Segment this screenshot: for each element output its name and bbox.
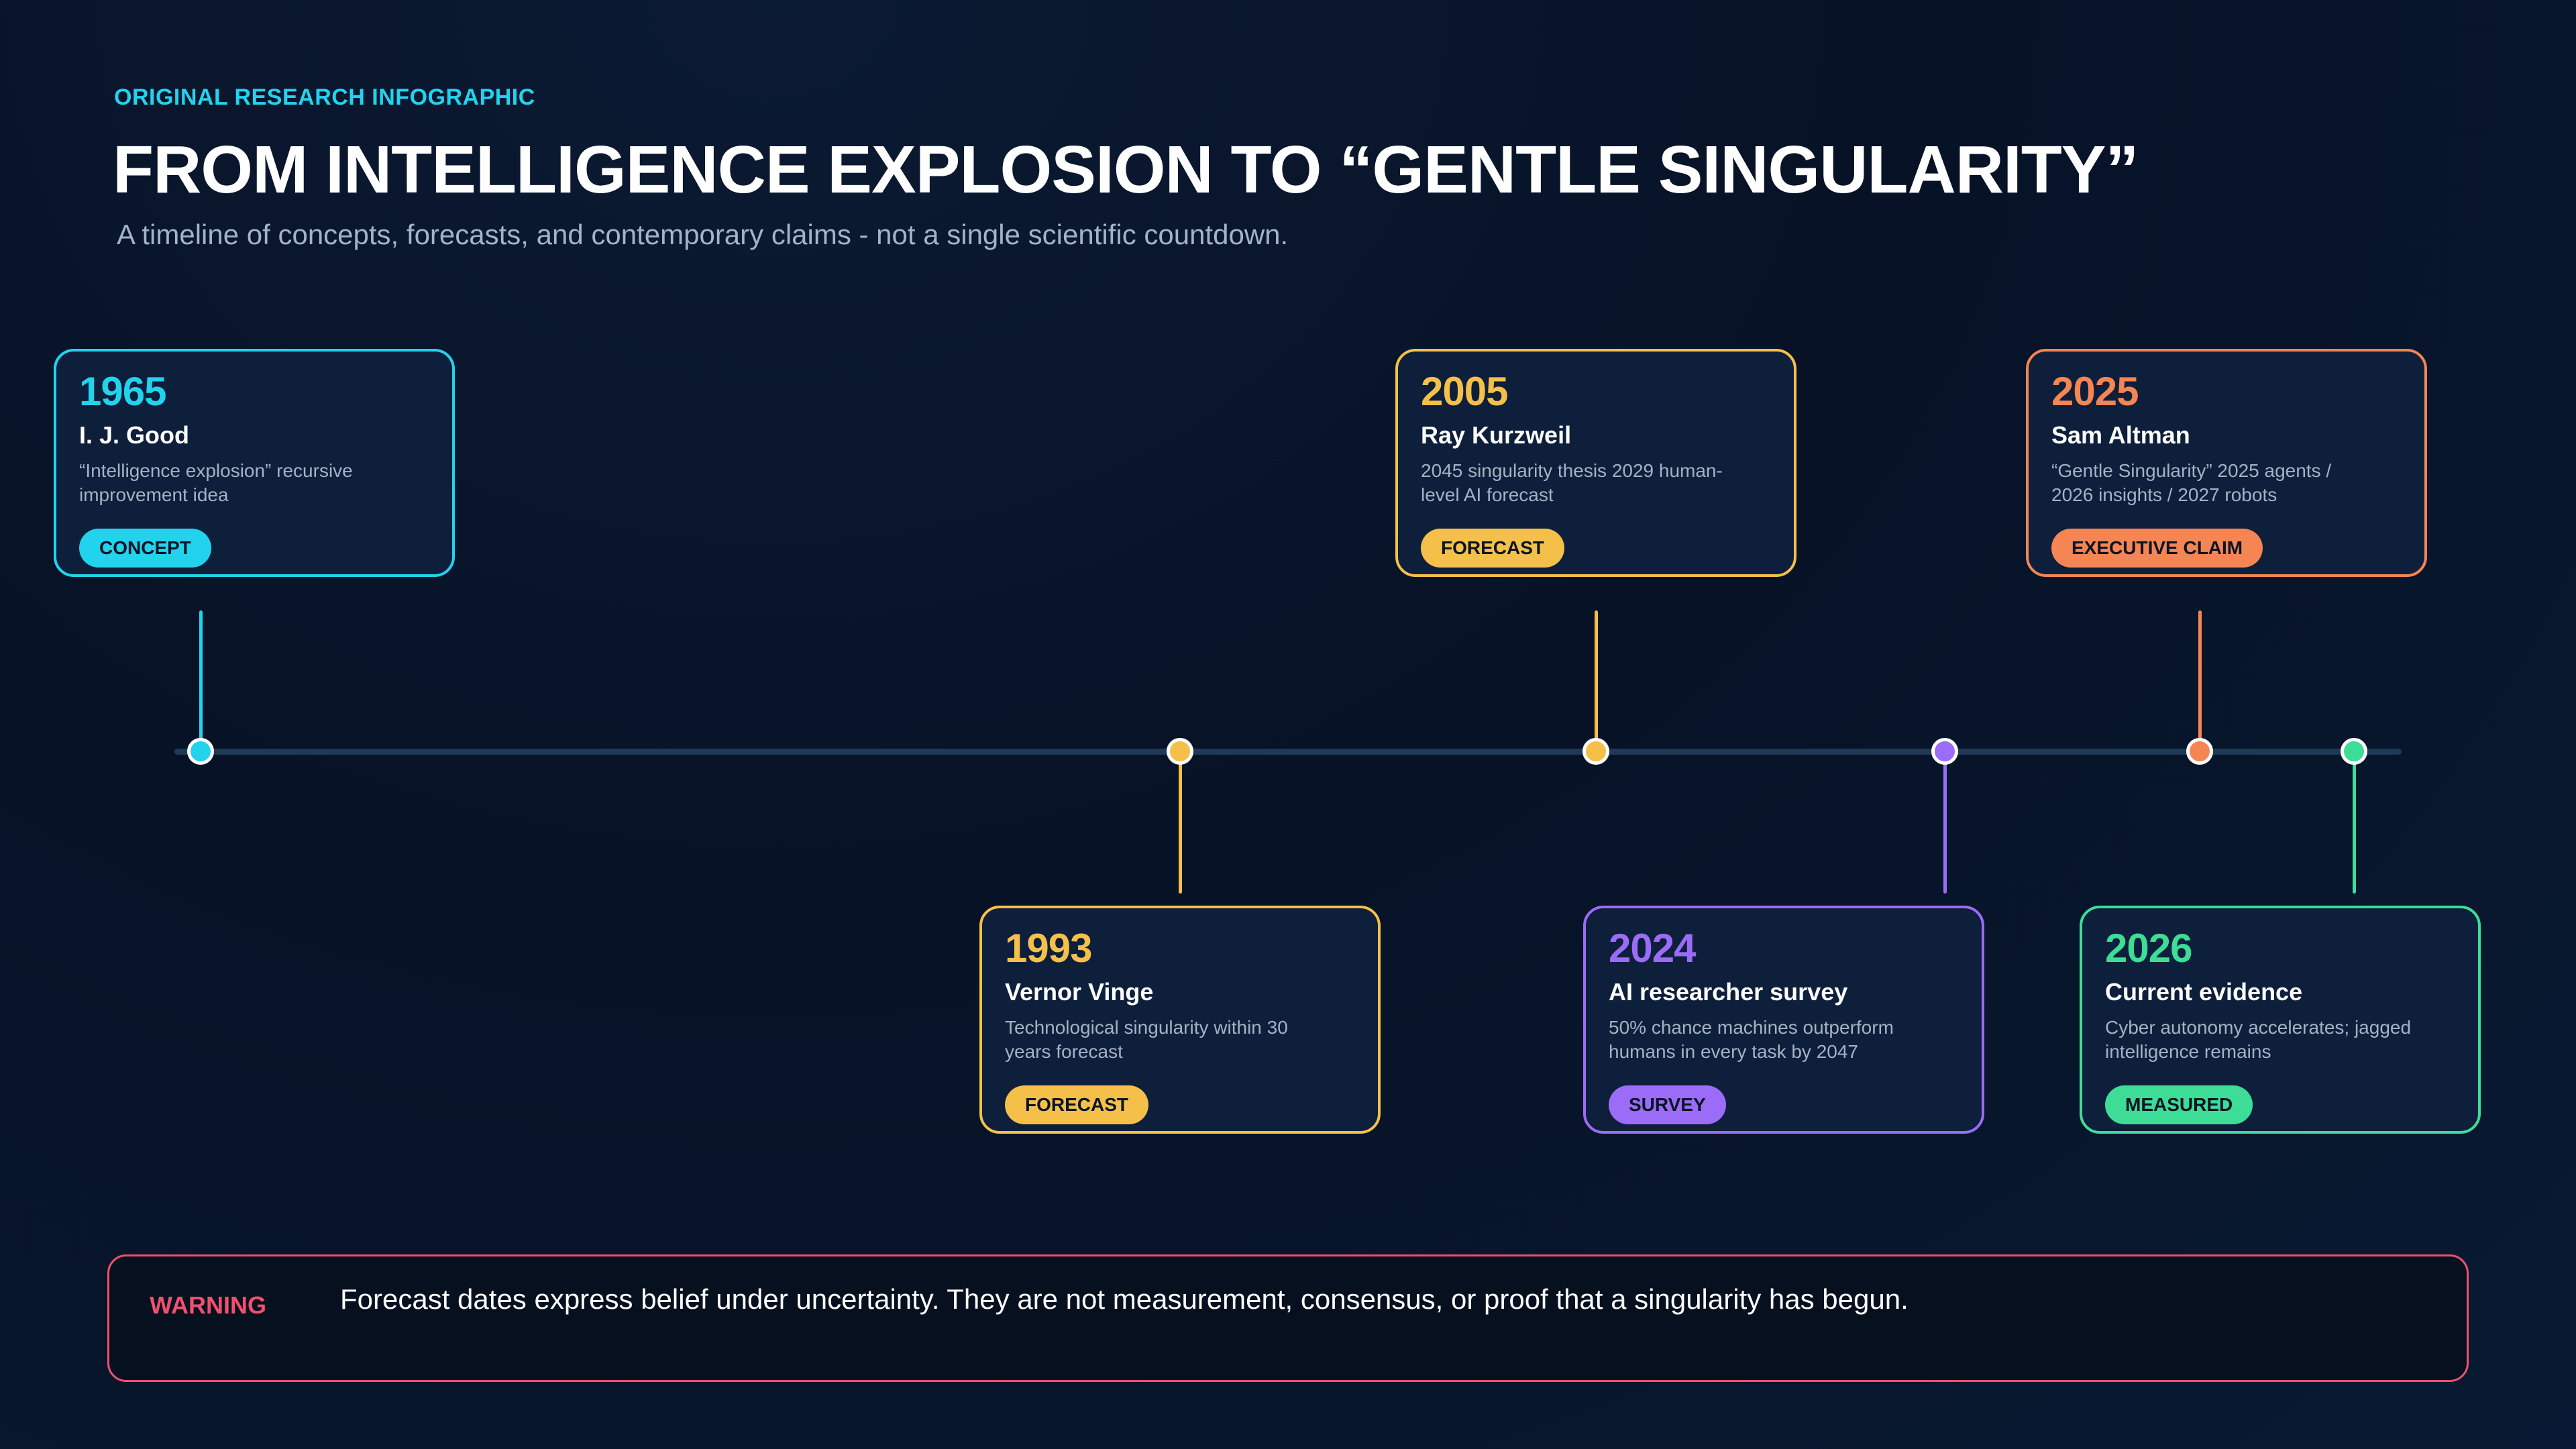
- timeline-dot-2026[interactable]: [2341, 738, 2367, 765]
- page-title: FROM INTELLIGENCE EXPLOSION TO “GENTLE S…: [113, 132, 2139, 207]
- event-card-1965[interactable]: 1965 I. J. Good “Intelligence explosion”…: [54, 349, 455, 577]
- event-description: “Gentle Singularity” 2025 agents / 2026 …: [2051, 460, 2332, 505]
- page-subtitle: A timeline of concepts, forecasts, and c…: [117, 219, 1289, 250]
- event-year: 2005: [1421, 369, 1508, 414]
- timeline-dot-2005[interactable]: [1582, 738, 1609, 765]
- event-year: 2025: [2051, 369, 2139, 414]
- event-description: “Intelligence explosion” recursive impro…: [79, 460, 353, 505]
- event-badge: EXECUTIVE CLAIM: [2051, 529, 2263, 568]
- event-description: 50% chance machines outperform humans in…: [1609, 1017, 1894, 1062]
- warning-label: WARNING: [150, 1291, 266, 1319]
- connector-2005: [1595, 610, 1598, 750]
- event-badge: FORECAST: [1005, 1085, 1148, 1124]
- timeline-axis: [174, 749, 2402, 755]
- warning-box: WARNING Forecast dates express belief un…: [107, 1254, 2469, 1382]
- kicker: ORIGINAL RESEARCH INFOGRAPHIC: [114, 85, 535, 110]
- connector-1993: [1179, 753, 1182, 894]
- event-name: Ray Kurzweil: [1421, 421, 1572, 449]
- event-name: Sam Altman: [2051, 421, 2190, 449]
- event-badge: SURVEY: [1609, 1085, 1726, 1124]
- timeline-dot-2025[interactable]: [2186, 738, 2213, 765]
- event-badge: FORECAST: [1421, 529, 1564, 568]
- event-description: Cyber autonomy accelerates; jagged intel…: [2105, 1017, 2412, 1062]
- connector-2025: [2198, 610, 2202, 750]
- connector-2026: [2353, 753, 2356, 894]
- timeline-dot-2024[interactable]: [1931, 738, 1958, 765]
- event-name: Vernor Vinge: [1005, 978, 1154, 1006]
- event-name: AI researcher survey: [1609, 978, 1848, 1006]
- event-description: Technological singularity within 30 year…: [1005, 1017, 1288, 1062]
- event-description: 2045 singularity thesis 2029 human-level…: [1421, 460, 1723, 505]
- warning-text: Forecast dates express belief under unce…: [340, 1283, 1909, 1315]
- event-card-2024[interactable]: 2024 AI researcher survey 50% chance mac…: [1583, 906, 1984, 1134]
- event-card-1993[interactable]: 1993 Vernor Vinge Technological singular…: [979, 906, 1381, 1134]
- event-year: 2024: [1609, 926, 1696, 971]
- event-card-2025[interactable]: 2025 Sam Altman “Gentle Singularity” 202…: [2026, 349, 2427, 577]
- event-card-2005[interactable]: 2005 Ray Kurzweil 2045 singularity thesi…: [1395, 349, 1796, 577]
- timeline-dot-1993[interactable]: [1167, 738, 1193, 765]
- connector-2024: [1943, 753, 1947, 894]
- event-year: 1965: [79, 369, 166, 414]
- event-year: 1993: [1005, 926, 1092, 971]
- event-year: 2026: [2105, 926, 2192, 971]
- event-badge: CONCEPT: [79, 529, 211, 568]
- connector-1965: [199, 610, 203, 750]
- event-badge: MEASURED: [2105, 1085, 2253, 1124]
- event-name: Current evidence: [2105, 978, 2303, 1006]
- timeline-dot-1965[interactable]: [187, 738, 214, 765]
- event-card-2026[interactable]: 2026 Current evidence Cyber autonomy acc…: [2080, 906, 2481, 1134]
- event-name: I. J. Good: [79, 421, 190, 449]
